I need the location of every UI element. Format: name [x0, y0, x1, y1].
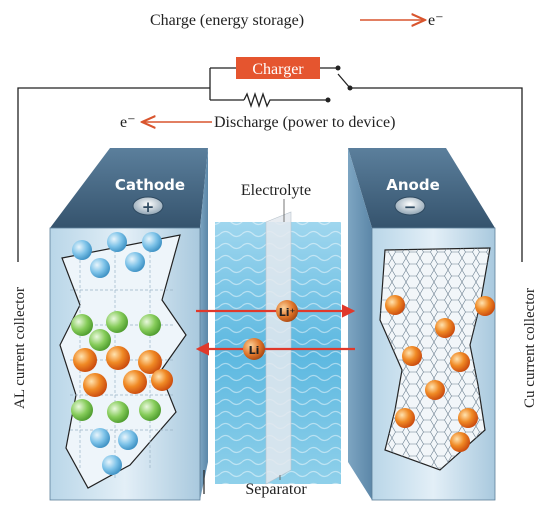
charger-box [236, 57, 320, 79]
anode-sign: − [404, 198, 417, 216]
electrolyte-region [215, 211, 341, 485]
cathode-terminal [132, 196, 164, 216]
resistor-icon [243, 91, 272, 109]
cathode-label: Cathode [115, 176, 185, 194]
li-label: Li [249, 344, 260, 357]
charge-label: Charge (energy storage) [150, 12, 304, 29]
anode-cell: Anode − [348, 148, 496, 501]
separator-label: Separator [245, 481, 307, 498]
li-plus-label: Li⁺ [279, 306, 296, 319]
anode-li-atoms [385, 295, 495, 452]
li-plus-ion [276, 300, 298, 322]
anode-label: Anode [386, 176, 440, 194]
al-collector-label: AL current collector [12, 287, 28, 409]
cu-collector-label: Cu current collector [522, 288, 538, 408]
cathode-atoms [71, 232, 173, 475]
charge-electron-label: e⁻ [428, 12, 444, 29]
electrolyte-label: Electrolyte [241, 182, 311, 199]
switch-icon [325, 65, 353, 103]
anode-terminal [394, 196, 426, 216]
discharge-label: Discharge (power to device) [214, 114, 395, 131]
cathode-sign: + [142, 198, 155, 216]
li-ion [243, 338, 265, 360]
external-circuit [17, 67, 523, 262]
cathode-cell: Cathode + [49, 148, 208, 501]
charger-label: Charger [252, 61, 304, 78]
discharge-electron-label: e⁻ [120, 114, 136, 131]
